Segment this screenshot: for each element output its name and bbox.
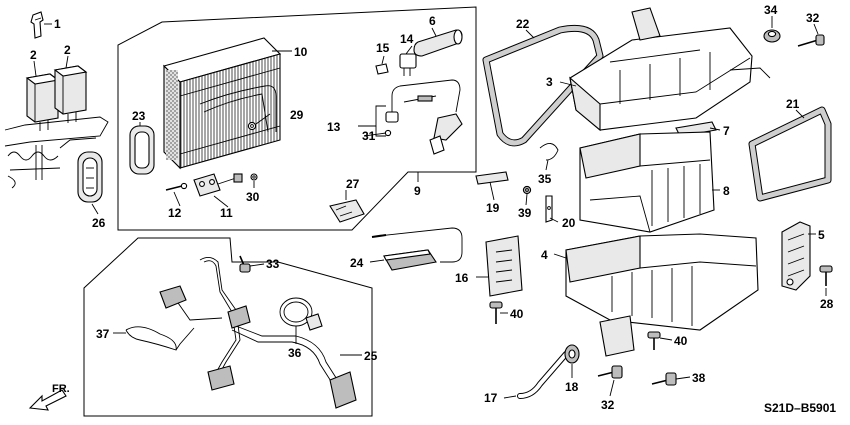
callout-11: 11	[220, 206, 233, 220]
callout-14: 14	[400, 32, 414, 46]
clip-part-37	[125, 326, 177, 351]
connector-harness-a	[159, 285, 187, 309]
callout-1: 1	[54, 17, 61, 31]
callout-36: 36	[288, 346, 302, 360]
callout-21: 21	[786, 97, 800, 111]
callout-4: 4	[541, 248, 548, 262]
callout-29: 29	[290, 108, 304, 122]
grommet-part-26	[77, 151, 103, 203]
harness-group-frame	[83, 237, 373, 417]
callout-30: 30	[246, 190, 260, 204]
callout-20: 20	[562, 216, 576, 230]
callout-16: 16	[455, 271, 469, 285]
callout-2-right: 2	[64, 43, 71, 57]
probe-part-13	[385, 79, 461, 123]
screw-part-32-bottom	[597, 365, 623, 379]
bracket-part-16	[485, 235, 523, 297]
callout-19: 19	[486, 201, 500, 215]
pad-part-19	[475, 171, 509, 185]
callout-6: 6	[429, 14, 436, 28]
clip-part-1	[30, 11, 44, 39]
bracket-part-5	[781, 221, 811, 291]
callout-28: 28	[820, 297, 834, 311]
nut-part-34	[763, 29, 781, 43]
callout-31: 31	[362, 129, 376, 143]
callout-7: 7	[723, 124, 730, 138]
screw-part-12	[165, 182, 188, 191]
callout-34: 34	[764, 3, 778, 17]
oring-part-30	[250, 173, 258, 181]
relay-part-2-right	[53, 65, 88, 123]
callout-17: 17	[484, 391, 498, 405]
callout-8: 8	[723, 184, 730, 198]
callout-13: 13	[327, 120, 341, 134]
screw-part-38	[651, 372, 677, 386]
evaporator-core-part-10	[162, 37, 282, 170]
clip-part-15	[375, 63, 389, 75]
bracket-part-11	[193, 173, 243, 197]
grommet-part-18	[564, 344, 580, 364]
callout-3: 3	[546, 75, 553, 89]
callout-2-left: 2	[30, 48, 37, 62]
screw-part-40-lower	[647, 331, 661, 350]
relay-part-2-left	[25, 73, 60, 131]
thermostat-part-14	[399, 53, 417, 76]
callout-40-lower: 40	[674, 334, 688, 348]
clip-part-35	[539, 143, 559, 161]
callout-10: 10	[294, 45, 308, 59]
clip-part-20	[545, 195, 553, 223]
upper-case-part-3	[569, 7, 771, 132]
callout-18: 18	[565, 380, 579, 394]
front-direction-label: FR.	[52, 383, 70, 395]
drain-hose-part-17	[517, 351, 569, 399]
callout-22: 22	[516, 17, 530, 31]
middle-case-part-8	[579, 131, 715, 233]
sensor-cover-part-6	[413, 29, 463, 57]
callout-40-upper: 40	[510, 307, 524, 321]
screw-part-28	[819, 265, 833, 286]
screw-part-33	[239, 255, 251, 273]
seal-part-21	[748, 106, 832, 202]
evaporator-group-frame	[117, 6, 477, 231]
callout-37: 37	[96, 327, 110, 341]
screw-part-40-upper	[489, 301, 503, 324]
callout-35: 35	[538, 172, 552, 186]
callout-15: 15	[376, 41, 390, 55]
oring-part-29	[247, 121, 257, 131]
seal-part-23	[129, 125, 155, 175]
callout-38: 38	[692, 371, 706, 385]
diagram-code: S21D–B5901	[764, 401, 836, 415]
callout-27: 27	[346, 177, 360, 191]
callout-9: 9	[414, 184, 421, 198]
screw-part-39	[522, 185, 532, 195]
valve-part-31	[384, 113, 463, 155]
callout-25: 25	[364, 349, 378, 363]
connector-part-27	[329, 199, 365, 223]
connector-harness-d	[329, 371, 357, 409]
relay-bracket	[4, 116, 109, 189]
callout-12: 12	[168, 206, 182, 220]
screw-part-32-top	[797, 34, 825, 47]
callout-24: 24	[350, 256, 364, 270]
callout-numbers: 1 2 2 3 4 5 6 7 8 9 10 11 12 13 14 15 16…	[30, 3, 834, 412]
sensor-part-24	[371, 227, 463, 271]
callout-33: 33	[266, 257, 280, 271]
leader-lines	[33, 16, 827, 399]
callout-23: 23	[132, 109, 146, 123]
connector-harness-b	[227, 305, 251, 329]
callout-26: 26	[92, 216, 106, 230]
callout-32-top: 32	[806, 11, 820, 25]
seal-part-22	[482, 24, 604, 147]
callout-39: 39	[518, 206, 532, 220]
callout-5: 5	[818, 228, 825, 242]
lower-case-part-4	[565, 233, 759, 357]
front-direction-arrow: FR.	[28, 383, 70, 411]
connector-harness-c	[207, 365, 235, 391]
callout-32-bottom: 32	[601, 398, 615, 412]
clamp-part-36	[279, 297, 323, 331]
